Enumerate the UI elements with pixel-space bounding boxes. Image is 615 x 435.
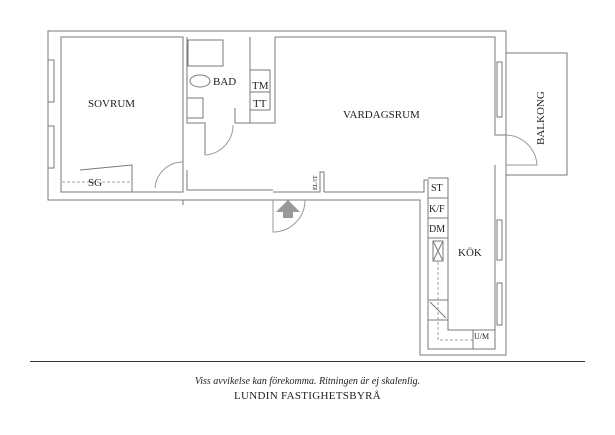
wardrobe bbox=[79, 164, 133, 192]
balcony-door bbox=[505, 134, 538, 166]
entrance-arrow-icon bbox=[276, 200, 300, 218]
room-label-bedroom: SOVRUM bbox=[88, 98, 135, 110]
label-washer: TM bbox=[252, 80, 269, 92]
bathroom-wall bbox=[186, 37, 276, 155]
label-el-it: EL/IT bbox=[313, 175, 319, 190]
bedroom-door bbox=[154, 161, 184, 189]
label-dishwasher: DM bbox=[429, 224, 445, 235]
company-name: LUNDIN FASTIGHETSBYRÅ bbox=[234, 390, 381, 402]
room-label-balcony: BALKONG bbox=[535, 91, 547, 145]
sink bbox=[186, 97, 204, 119]
windows bbox=[47, 59, 503, 326]
footer-divider bbox=[30, 361, 585, 362]
hall-wall bbox=[182, 170, 325, 193]
label-dryer: TT bbox=[253, 98, 267, 110]
label-wardrobe: SG bbox=[88, 177, 102, 189]
room-label-bathroom: BAD bbox=[213, 76, 236, 88]
balcony bbox=[505, 52, 568, 176]
label-microwave: U/M bbox=[474, 332, 489, 341]
shower bbox=[187, 39, 224, 67]
disclaimer-note: Viss avvikelse kan förekomma. Ritningen … bbox=[194, 376, 421, 387]
room-label-kitchen: KÖK bbox=[458, 247, 482, 259]
laundry-units bbox=[249, 69, 271, 111]
kitchen-sink bbox=[432, 240, 444, 262]
label-stove: ST bbox=[431, 183, 443, 194]
label-fridge: K/F bbox=[429, 204, 445, 215]
entrance-door bbox=[272, 199, 306, 233]
bathroom-door bbox=[204, 124, 234, 156]
room-label-living: VARDAGSRUM bbox=[343, 109, 420, 121]
outer-wall bbox=[47, 30, 507, 356]
living-wall bbox=[275, 36, 506, 350]
toilet bbox=[189, 74, 211, 88]
